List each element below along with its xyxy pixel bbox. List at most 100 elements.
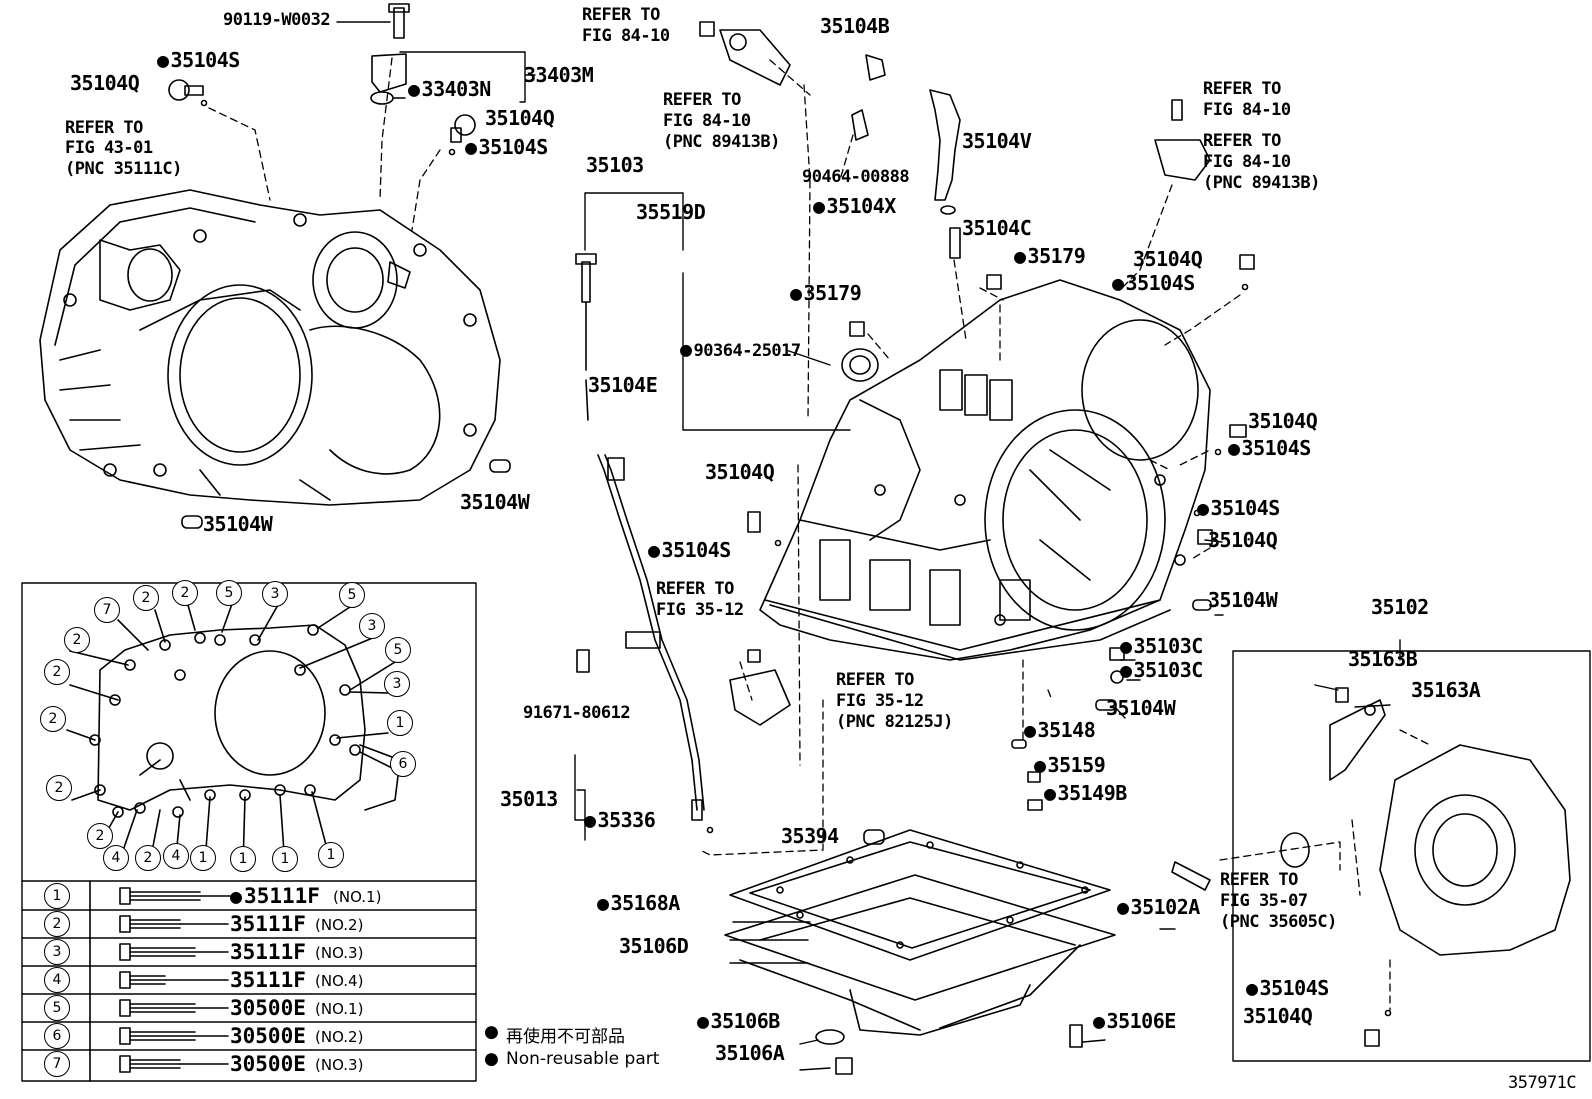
row-number: 4 (44, 967, 70, 993)
label-35104q-b: 35104Q (485, 106, 555, 130)
row-number: 7 (44, 1051, 70, 1077)
label-35104q-g: 35104Q (1243, 1004, 1313, 1028)
row-part-number: 35111F (230, 940, 306, 964)
label-35163b: 35163B (1348, 647, 1418, 671)
label-35104x: 35104X (813, 196, 897, 216)
refer-line-2: FIG 84-10 (1203, 100, 1291, 120)
label-35104s-b: 35104S (465, 137, 549, 157)
label-90464-00888: 90464-00888 (802, 167, 910, 187)
label-35104s-g: 35104S (1246, 978, 1330, 998)
refer-line-2: FIG 84-10 (663, 111, 751, 131)
label-90119-w0032: 90119-W0032 (223, 10, 331, 30)
label-35102: 35102 (1371, 595, 1429, 619)
label-35104q-c: 35104Q (1133, 247, 1203, 271)
inset-callout: 2 (87, 823, 113, 849)
inset-callout: 5 (385, 637, 411, 663)
inset-callout: 3 (384, 671, 410, 697)
inset-callout: 5 (216, 580, 242, 606)
label-35519d: 35519D (636, 200, 706, 224)
inset-callout: 1 (318, 842, 344, 868)
label-35168a: 35168A (597, 893, 681, 913)
inset-callout: 2 (44, 659, 70, 685)
inset-callout: 5 (339, 582, 365, 608)
inset-callout: 2 (135, 845, 161, 871)
refer-line-3: (PNC 82125J) (836, 712, 953, 732)
refer-line-1: REFER TO (663, 90, 741, 110)
bolt-icons (119, 887, 233, 1073)
transaxle-case-drawing (759, 279, 1211, 661)
inset-callout: 1 (230, 846, 256, 872)
inset-callout: 4 (103, 845, 129, 871)
label-35104q-f: 35104Q (1208, 528, 1278, 552)
figure-id: 357971C (1508, 1073, 1577, 1093)
label-35104e: 35104E (588, 373, 658, 397)
row-part-number: 30500E (230, 996, 306, 1020)
label-33403n: 33403N (408, 79, 492, 99)
label-35104b: 35104B (820, 14, 890, 38)
label-35104v: 35104V (962, 129, 1032, 153)
inset-callout: 1 (190, 845, 216, 871)
refer-line-2: FIG 35-12 (656, 600, 744, 620)
row-number: 1 (44, 883, 70, 909)
row-note: (NO.2) (315, 916, 364, 934)
label-35163a: 35163A (1411, 678, 1481, 702)
inset-callout: 2 (46, 775, 72, 801)
refer-line-1: REFER TO (1203, 131, 1281, 151)
label-33403m: 33403M (524, 63, 594, 87)
row-number: 6 (44, 1023, 70, 1049)
label-35103c-a: 35103C (1120, 636, 1204, 656)
phantom-lines (208, 57, 1431, 1011)
row-part-number: 35111F (230, 884, 320, 908)
row-note: (NO.3) (315, 1056, 364, 1074)
inset-callout: 2 (64, 627, 90, 653)
label-35104q-e: 35104Q (705, 460, 775, 484)
mount-bracket-drawing (1232, 650, 1591, 1062)
inset-callout: 2 (133, 585, 159, 611)
label-35104s-f: 35104S (648, 540, 732, 560)
row-note: (NO.4) (315, 972, 364, 990)
label-35336: 35336 (584, 810, 656, 830)
row-note: (NO.3) (315, 944, 364, 962)
inset-callout: 2 (40, 706, 66, 732)
label-35103c-b: 35103C (1120, 660, 1204, 680)
label-35179-a: 35179 (1014, 246, 1086, 266)
inset-callout: 4 (163, 843, 189, 869)
label-35104q-d: 35104Q (1248, 409, 1318, 433)
label-91671-80612: 91671-80612 (523, 703, 631, 723)
label-35102a: 35102A (1117, 897, 1201, 917)
refer-line-3: (PNC 35605C) (1220, 912, 1337, 932)
inset-callout: 6 (390, 751, 416, 777)
label-35106e: 35106E (1093, 1011, 1177, 1031)
refer-line-1: REFER TO (656, 579, 734, 599)
label-90364-25017: 90364-25017 (680, 339, 802, 360)
label-35149b: 35149B (1044, 783, 1128, 803)
row-number: 3 (44, 939, 70, 965)
row-part-number: 30500E (230, 1024, 306, 1048)
legend-text-japanese: 再使用不可部品 (506, 1027, 625, 1047)
row-number: 2 (44, 911, 70, 937)
label-35104s-a: 35104S (157, 50, 241, 70)
row-part-number: 30500E (230, 1052, 306, 1076)
label-35103: 35103 (586, 153, 644, 177)
label-35013: 35013 (500, 787, 558, 811)
refer-line-3: (PNC 89413B) (663, 132, 780, 152)
label-35104s-c: 35104S (1112, 273, 1196, 293)
label-35179-b: 35179 (790, 283, 862, 303)
label-35394: 35394 (781, 824, 839, 848)
label-35106a: 35106A (715, 1041, 785, 1065)
inset-callout: 3 (262, 581, 288, 607)
refer-line-2: FIG 84-10 (1203, 152, 1291, 172)
row-note: (NO.1) (315, 1000, 364, 1018)
label-35148: 35148 (1024, 720, 1096, 740)
refer-line-1: REFER TO (836, 670, 914, 690)
refer-line-1: REFER TO (582, 5, 660, 25)
inset-bolt-location-view (21, 582, 477, 1082)
legend-bullet-icon: ● (484, 1022, 499, 1042)
row-part-number: 35111F (230, 912, 306, 936)
refer-line-3: (PNC 35111C) (65, 159, 182, 179)
inset-callout: 2 (172, 580, 198, 606)
converter-housing-drawing (39, 189, 501, 506)
refer-line-2: FIG 43-01 (65, 138, 153, 158)
label-35159: 35159 (1034, 755, 1106, 775)
